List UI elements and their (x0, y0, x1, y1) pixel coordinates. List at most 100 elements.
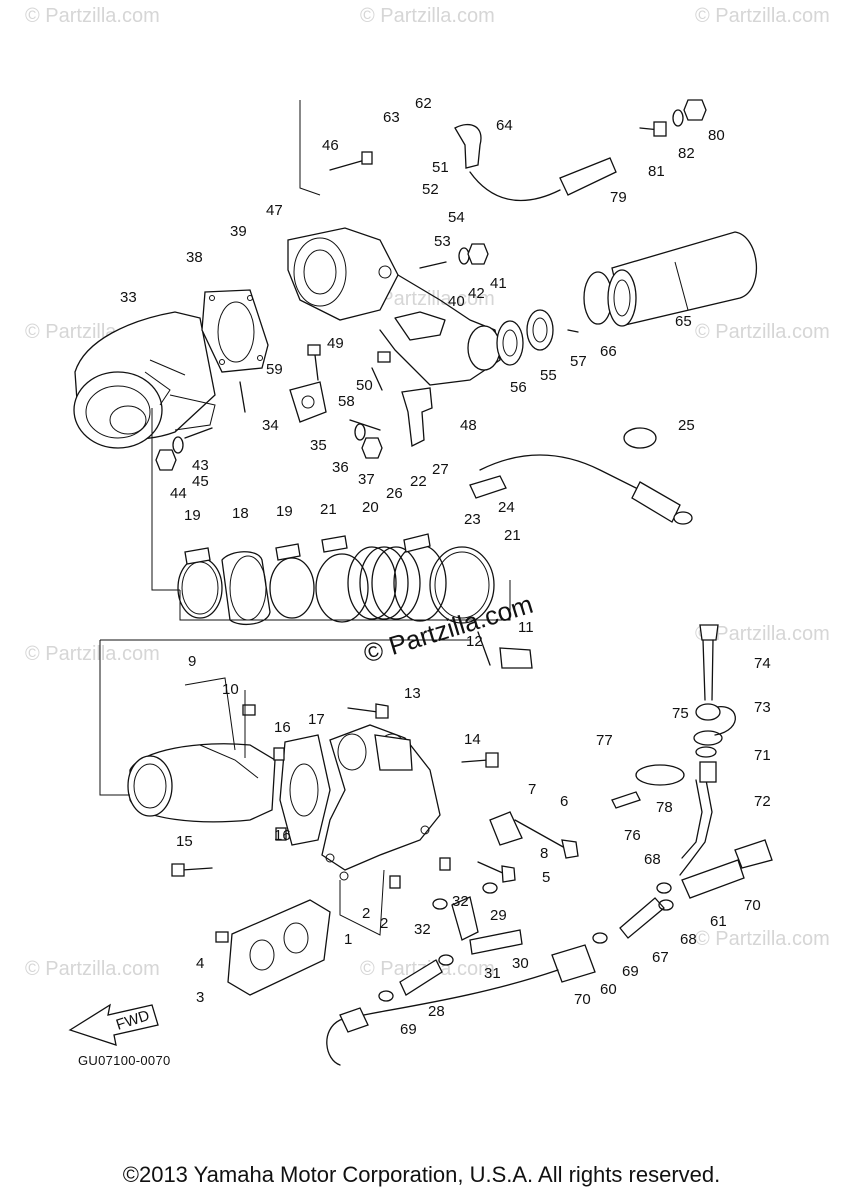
part-callout-24: 24 (498, 499, 515, 516)
part-callout-50: 50 (356, 377, 373, 394)
part-callout-21: 21 (504, 527, 521, 544)
part-callout-78: 78 (656, 799, 673, 816)
part-callout-64: 64 (496, 117, 513, 134)
part-callout-15: 15 (176, 833, 193, 850)
part-callout-74: 74 (754, 655, 771, 672)
watermark: © Partzilla.com (695, 928, 830, 950)
part-callout-17: 17 (308, 711, 325, 728)
part-callout-34: 34 (262, 417, 279, 434)
part-callout-71: 71 (754, 747, 771, 764)
part-callout-32: 32 (414, 921, 431, 938)
part-callout-72: 72 (754, 793, 771, 810)
document-code: GU07100-0070 (78, 1053, 171, 1068)
part-callout-54: 54 (448, 209, 465, 226)
part-callout-31: 31 (484, 965, 501, 982)
part-callout-30: 30 (512, 955, 529, 972)
part-callout-67: 67 (652, 949, 669, 966)
part-callout-8: 8 (540, 845, 548, 862)
part-callout-2: 2 (380, 915, 388, 932)
part-callout-1: 1 (344, 931, 352, 948)
exhaust-manifold-assembly (99, 624, 773, 1066)
watermark: © Partzilla.com (25, 5, 160, 27)
part-callout-60: 60 (600, 981, 617, 998)
part-callout-25: 25 (678, 417, 695, 434)
part-callout-59: 59 (266, 361, 283, 378)
part-callout-65: 65 (675, 313, 692, 330)
part-callout-76: 76 (624, 827, 641, 844)
part-callout-47: 47 (266, 202, 283, 219)
part-callout-14: 14 (464, 731, 481, 748)
part-callout-44: 44 (170, 485, 187, 502)
part-callout-19: 19 (276, 503, 293, 520)
part-callout-43: 43 (192, 457, 209, 474)
part-callout-19: 19 (184, 507, 201, 524)
part-callout-33: 33 (120, 289, 137, 306)
part-callout-82: 82 (678, 145, 695, 162)
watermark: © Partzilla.com (695, 623, 830, 645)
part-callout-70: 70 (744, 897, 761, 914)
part-callout-73: 73 (754, 699, 771, 716)
part-callout-51: 51 (432, 159, 449, 176)
part-callout-69: 69 (400, 1021, 417, 1038)
part-callout-56: 56 (510, 379, 527, 396)
watermark: © Partzilla.com (695, 321, 830, 343)
part-callout-70: 70 (574, 991, 591, 1008)
part-callout-77: 77 (596, 732, 613, 749)
part-callout-79: 79 (610, 189, 627, 206)
part-callout-42: 42 (468, 285, 485, 302)
part-callout-58: 58 (338, 393, 355, 410)
part-callout-40: 40 (448, 293, 465, 310)
part-callout-39: 39 (230, 223, 247, 240)
part-callout-28: 28 (428, 1003, 445, 1020)
part-callout-16: 16 (274, 719, 291, 736)
part-callout-49: 49 (327, 335, 344, 352)
part-callout-61: 61 (710, 913, 727, 930)
part-callout-18: 18 (232, 505, 249, 522)
part-callout-21: 21 (320, 501, 337, 518)
part-callout-5: 5 (542, 869, 550, 886)
part-callout-36: 36 (332, 459, 349, 476)
part-callout-68: 68 (680, 931, 697, 948)
hose-clamp-row (177, 533, 511, 626)
part-callout-10: 10 (222, 681, 239, 698)
copyright-notice: ©2013 Yamaha Motor Corporation, U.S.A. A… (122, 1162, 721, 1187)
part-callout-46: 46 (322, 137, 339, 154)
part-callout-80: 80 (708, 127, 725, 144)
part-callout-6: 6 (560, 793, 568, 810)
part-callout-9: 9 (188, 653, 196, 670)
part-callout-63: 63 (383, 109, 400, 126)
part-callout-66: 66 (600, 343, 617, 360)
part-callout-38: 38 (186, 249, 203, 266)
part-callout-20: 20 (362, 499, 379, 516)
part-callout-12: 12 (466, 633, 483, 650)
part-callout-16: 16 (274, 827, 291, 844)
part-callout-53: 53 (434, 233, 451, 250)
part-callout-62: 62 (415, 95, 432, 112)
part-callout-68: 68 (644, 851, 661, 868)
part-callout-69: 69 (622, 963, 639, 980)
watermark: © Partzilla.com (360, 5, 495, 27)
fwd-arrow-icon: FWD (68, 1003, 159, 1046)
part-callout-3: 3 (196, 989, 204, 1006)
part-callout-29: 29 (490, 907, 507, 924)
watermark: © Partzilla.com (25, 958, 160, 980)
part-callout-52: 52 (422, 181, 439, 198)
part-callout-45: 45 (192, 473, 209, 490)
part-callout-26: 26 (386, 485, 403, 502)
part-callout-32: 32 (452, 893, 469, 910)
part-callout-4: 4 (196, 955, 204, 972)
part-callout-11: 11 (518, 619, 534, 636)
part-callout-13: 13 (404, 685, 421, 702)
part-callout-41: 41 (490, 275, 507, 292)
part-callout-27: 27 (432, 461, 449, 478)
part-callout-48: 48 (460, 417, 477, 434)
muffler-assembly-upper (73, 99, 758, 591)
part-callout-81: 81 (648, 163, 665, 180)
part-callout-35: 35 (310, 437, 327, 454)
part-callout-2: 2 (362, 905, 370, 922)
part-callout-22: 22 (410, 473, 427, 490)
part-callout-57: 57 (570, 353, 587, 370)
watermark: © Partzilla.com (695, 5, 830, 27)
